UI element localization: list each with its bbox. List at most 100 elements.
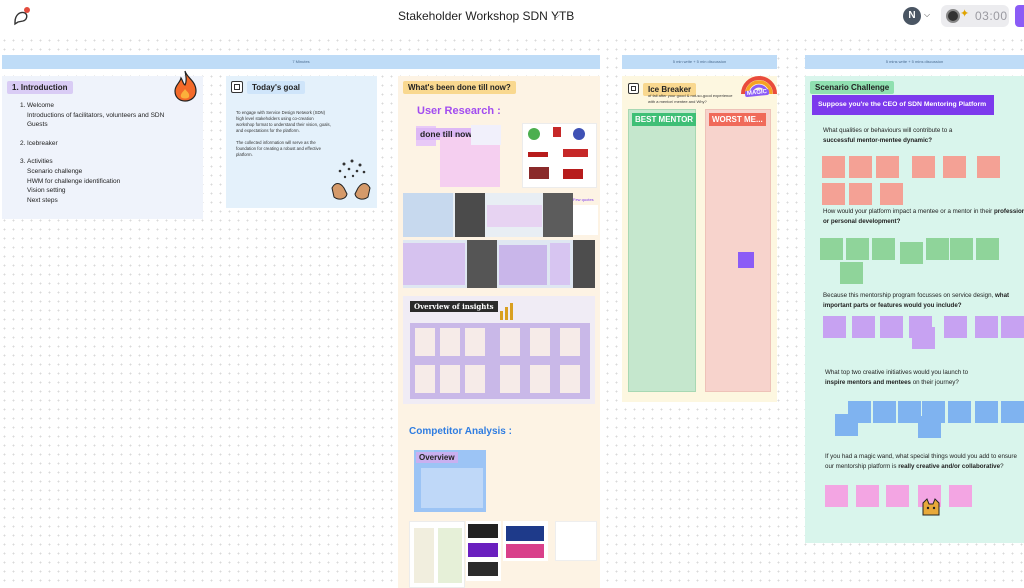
research-heading: User Research : xyxy=(417,105,501,117)
question-emphasis: inspire mentors and mentees xyxy=(825,378,911,386)
sticky-note[interactable] xyxy=(849,156,872,178)
sticky-note[interactable] xyxy=(822,183,845,205)
sticky-note[interactable] xyxy=(820,238,843,260)
competitor-heading: Competitor Analysis : xyxy=(409,426,512,437)
list-number: 2. xyxy=(20,139,26,147)
sticky-note[interactable] xyxy=(880,183,903,205)
sticky-note[interactable] xyxy=(898,401,921,423)
sticky-note[interactable] xyxy=(873,401,896,423)
sticky-note[interactable] xyxy=(1001,316,1024,338)
progress-title: What's been done till now? xyxy=(403,81,516,94)
icebreaker-title: Ice Breaker xyxy=(643,83,697,96)
sticky-note[interactable] xyxy=(900,242,923,264)
scenario-banner: Suppose you're the CEO of SDN Mentoring … xyxy=(812,95,994,115)
sticky-note[interactable] xyxy=(975,401,998,423)
question-text: ? xyxy=(1000,462,1004,470)
goal-frame[interactable] xyxy=(226,76,377,208)
sticky-note[interactable] xyxy=(975,316,998,338)
sticky-note[interactable] xyxy=(825,485,848,507)
sticky-note[interactable] xyxy=(880,316,903,338)
avatar[interactable]: N xyxy=(903,7,921,25)
overview-label: Overview xyxy=(416,452,458,463)
sticky-note[interactable] xyxy=(949,485,972,507)
question-3: Because this mentorship program focusses… xyxy=(823,291,1024,310)
sticky-note[interactable] xyxy=(977,156,1000,178)
sticky-note[interactable] xyxy=(912,327,935,349)
sticky-note[interactable] xyxy=(835,414,858,436)
intro-title: 1. Introduction xyxy=(7,81,73,94)
list-item: Next steps xyxy=(27,196,58,204)
intro-frame[interactable] xyxy=(2,76,203,219)
sticky-note xyxy=(471,125,501,145)
overview-notes xyxy=(421,468,483,508)
workshop-photos xyxy=(403,240,595,288)
top-bar: Stakeholder Workshop SDN YTB ⌵ N ⌵ ✦ 03:… xyxy=(0,0,1024,34)
sticky-note[interactable] xyxy=(926,238,949,260)
sticky-note[interactable] xyxy=(886,485,909,507)
question-text: How would your platform impact a mentee … xyxy=(823,208,993,215)
list-item: Vision setting xyxy=(27,187,66,195)
question-1: What qualities or behaviours will contri… xyxy=(823,126,1024,145)
sticky-note[interactable] xyxy=(918,416,941,438)
competitor-screens xyxy=(409,521,465,588)
competitor-screens xyxy=(555,521,597,561)
question-text: What top two creative initiatives would … xyxy=(825,369,969,376)
sticky-note[interactable] xyxy=(872,238,895,260)
best-mentor-column[interactable] xyxy=(628,109,696,392)
list-item: Scenario challenge xyxy=(27,167,83,175)
sticky-note[interactable] xyxy=(912,156,935,178)
trophy-icon xyxy=(498,301,516,321)
worst-mentor-column[interactable] xyxy=(705,109,771,392)
sticky-note[interactable] xyxy=(876,156,899,178)
chevron-down-icon[interactable]: ⌵ xyxy=(553,10,560,20)
sparkle-icon: ✦ xyxy=(960,8,970,20)
timer-value: 03:00 xyxy=(975,9,1008,23)
timing-bar: 7 Minutes xyxy=(2,55,600,69)
list-number: 1. xyxy=(20,102,26,109)
fire-icon xyxy=(174,70,197,102)
sticky-note[interactable] xyxy=(823,316,846,338)
share-button[interactable] xyxy=(1015,5,1024,27)
sticky-note[interactable] xyxy=(822,156,845,178)
question-emphasis: professional or personal development? xyxy=(823,208,1024,225)
intro-agenda: 1.Welcome Introductions of facilitators,… xyxy=(20,101,177,205)
board-title[interactable]: Stakeholder Workshop SDN YTB xyxy=(398,9,575,23)
sticky-note[interactable] xyxy=(948,401,971,423)
sticky-note[interactable] xyxy=(976,238,999,260)
sticky-note[interactable] xyxy=(852,316,875,338)
frame-icon xyxy=(628,83,639,94)
best-mentor-header: BEST MENTOR xyxy=(632,113,697,126)
sticky-note[interactable] xyxy=(856,485,879,507)
sticky-note[interactable] xyxy=(943,156,966,178)
goal-paragraph: The collected information will serve as … xyxy=(236,140,321,157)
research-notes xyxy=(440,137,500,187)
insights-grid xyxy=(410,323,590,399)
sticky-note[interactable] xyxy=(738,252,754,268)
insights-label: Overview of insights xyxy=(410,301,498,312)
timer-button[interactable]: ✦ 03:00 xyxy=(941,5,1009,27)
sticky-note[interactable] xyxy=(846,238,869,260)
competitor-screens xyxy=(503,521,548,561)
question-emphasis: successful mentor-mentee dynamic? xyxy=(823,136,933,144)
sticky-note[interactable] xyxy=(944,316,967,338)
list-item: HWM for challenge identification xyxy=(27,177,121,185)
question-5: If you had a magic wand, what special th… xyxy=(825,452,1024,471)
goal-paragraph: To engage with Service Design Network (S… xyxy=(236,110,331,133)
sticky-note[interactable] xyxy=(840,262,863,284)
chevron-down-icon[interactable]: ⌵ xyxy=(924,10,931,19)
question-text: If you had a magic wand, what special th… xyxy=(825,453,1017,470)
timer-icon xyxy=(946,9,960,23)
sticky-note[interactable] xyxy=(1001,401,1024,423)
question-emphasis: really creative and/or collaborative xyxy=(898,462,1001,470)
hands-icon xyxy=(331,159,371,200)
question-emphasis: what important parts or features would y… xyxy=(823,292,1010,309)
scenario-frame[interactable] xyxy=(805,76,1024,543)
sticky-note[interactable] xyxy=(849,183,872,205)
quote-cards xyxy=(573,205,598,235)
question-2: How would your platform impact a mentee … xyxy=(823,207,1024,226)
timing-bar: 5 min write + 5 min discussion xyxy=(622,55,777,69)
frame-icon xyxy=(231,81,243,93)
sticky-note[interactable] xyxy=(950,238,973,260)
brand-notification-icon[interactable] xyxy=(12,8,30,26)
question-text: Because this mentorship program focusses… xyxy=(823,292,994,299)
